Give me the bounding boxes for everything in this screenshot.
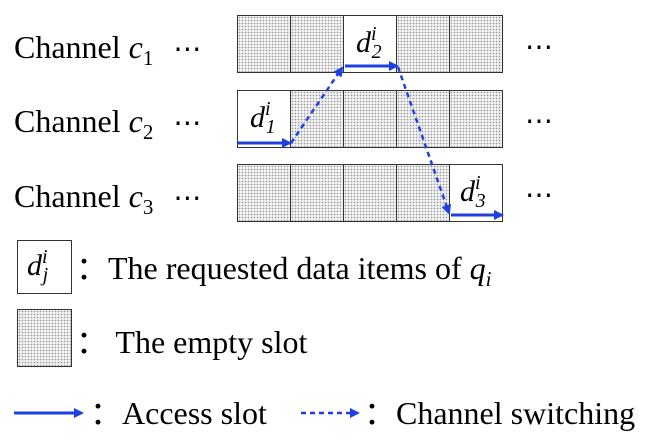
channel-label-2: Channel c2 ⋯ (14, 103, 203, 144)
data-item-slot-d2: di2 (343, 15, 397, 73)
switch-arrow-c2-c1 (289, 66, 344, 144)
ellipsis-right-1: ⋯ (525, 32, 554, 63)
empty-slot (396, 15, 450, 73)
empty-slot (396, 164, 450, 222)
empty-slot (449, 90, 503, 148)
switch-arrow-c1-c3 (396, 66, 452, 215)
empty-slot (290, 90, 344, 148)
data-item-d2: di2 (356, 23, 382, 63)
data-item-slot-d1: di1 (237, 90, 291, 148)
legend-data-item-box: dij (17, 240, 72, 294)
legend-data-item-symbol: dij (27, 246, 49, 286)
legend-data-item-text: ：The requested data items of qi (76, 250, 492, 291)
ellipsis-left-2: ⋯ (173, 108, 203, 139)
ellipsis-left-3: ⋯ (173, 183, 203, 214)
legend-empty-slot (17, 309, 72, 367)
ellipsis-right-2: ⋯ (525, 106, 554, 137)
data-item-d3: di3 (460, 172, 486, 212)
empty-slot (290, 164, 344, 222)
channel-label-3: Channel c3 ⋯ (14, 178, 203, 219)
data-item-slot-d3: di3 (449, 164, 503, 222)
empty-slot (449, 15, 503, 73)
legend-switch-text: ：Channel switching (364, 395, 636, 431)
channel-label-1: Channel c1 ⋯ (14, 29, 203, 70)
empty-slot (237, 164, 291, 222)
legend-empty-text: ： The empty slot (76, 324, 308, 360)
legend-access-text: ：Access slot (90, 395, 267, 431)
data-item-d1: di1 (250, 98, 276, 138)
ellipsis-right-3: ⋯ (525, 180, 554, 211)
ellipsis-left-1: ⋯ (173, 34, 203, 65)
